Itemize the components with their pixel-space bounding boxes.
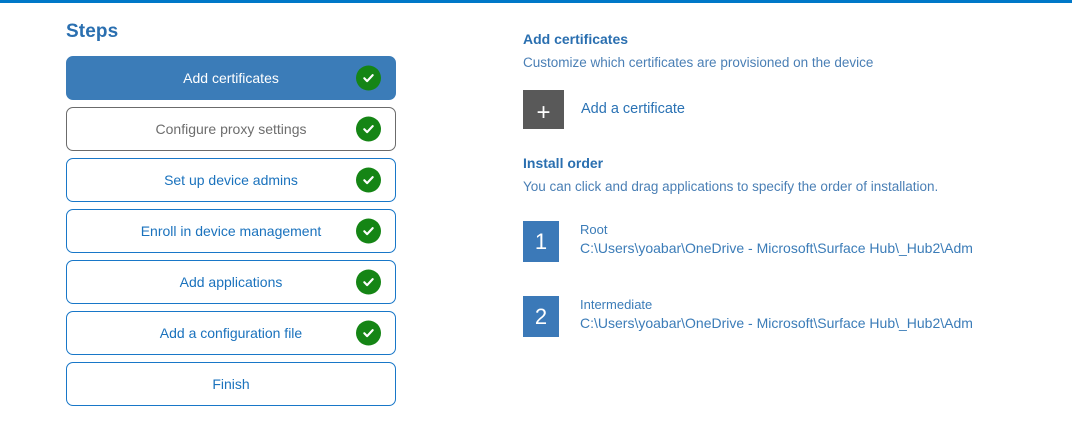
detail-subheading: Customize which certificates are provisi…: [523, 55, 874, 70]
install-order-section: Install order You can click and drag app…: [523, 155, 1043, 337]
order-item-path: C:\Users\yoabar\OneDrive - Microsoft\Sur…: [580, 315, 973, 331]
order-number-badge: 2: [523, 296, 559, 337]
order-item-text: Root C:\Users\yoabar\OneDrive - Microsof…: [580, 221, 973, 258]
order-item-text: Intermediate C:\Users\yoabar\OneDrive - …: [580, 296, 973, 333]
step-item-enroll-in-device-management[interactable]: Enroll in device management: [66, 209, 396, 253]
add-a-certificate-label: Add a certificate: [581, 101, 685, 117]
step-label: Add applications: [179, 274, 283, 290]
step-item-add-certificates[interactable]: Add certificates: [66, 56, 396, 100]
step-complete-check-icon: [356, 116, 381, 142]
plus-glyph: +: [536, 98, 551, 126]
step-label: Finish: [212, 376, 250, 392]
plus-icon: +: [523, 90, 564, 129]
order-item-name: Intermediate: [580, 297, 653, 312]
step-item-add-applications[interactable]: Add applications: [66, 260, 396, 304]
step-item-finish[interactable]: Finish: [66, 362, 396, 406]
step-label: Set up device admins: [164, 172, 298, 188]
step-label: Enroll in device management: [140, 223, 322, 239]
steps-panel-title: Steps: [66, 21, 119, 42]
step-complete-check-icon: [356, 218, 381, 244]
step-complete-check-icon: [356, 65, 381, 91]
top-accent-rule: [0, 0, 1072, 3]
add-a-certificate-button[interactable]: + Add a certificate: [523, 90, 773, 129]
step-item-add-a-configuration-file[interactable]: Add a configuration file: [66, 311, 396, 355]
install-order-subheading: You can click and drag applications to s…: [523, 179, 939, 194]
step-item-configure-proxy-settings[interactable]: Configure proxy settings: [66, 107, 396, 151]
step-label: Add a configuration file: [159, 325, 303, 341]
order-number-badge: 1: [523, 221, 559, 262]
step-list: Add certificates Configure proxy setting…: [66, 56, 398, 406]
detail-heading: Add certificates: [523, 31, 629, 47]
step-complete-check-icon: [356, 167, 381, 193]
step-item-set-up-device-admins[interactable]: Set up device admins: [66, 158, 396, 202]
order-item-path: C:\Users\yoabar\OneDrive - Microsoft\Sur…: [580, 240, 973, 256]
steps-panel: Steps Add certificates Configure proxy s…: [66, 21, 398, 413]
step-complete-check-icon: [356, 320, 381, 346]
detail-panel: Add certificates Customize which certifi…: [523, 31, 1043, 371]
step-label: Add certificates: [183, 70, 279, 86]
install-order-item[interactable]: 1 Root C:\Users\yoabar\OneDrive - Micros…: [523, 221, 1023, 262]
step-label: Configure proxy settings: [155, 121, 307, 137]
order-item-name: Root: [580, 222, 608, 237]
install-order-item[interactable]: 2 Intermediate C:\Users\yoabar\OneDrive …: [523, 296, 1023, 337]
install-order-heading: Install order: [523, 155, 604, 171]
wizard-page: Steps Add certificates Configure proxy s…: [0, 3, 1072, 443]
step-complete-check-icon: [356, 269, 381, 295]
install-order-list: 1 Root C:\Users\yoabar\OneDrive - Micros…: [523, 221, 1043, 337]
